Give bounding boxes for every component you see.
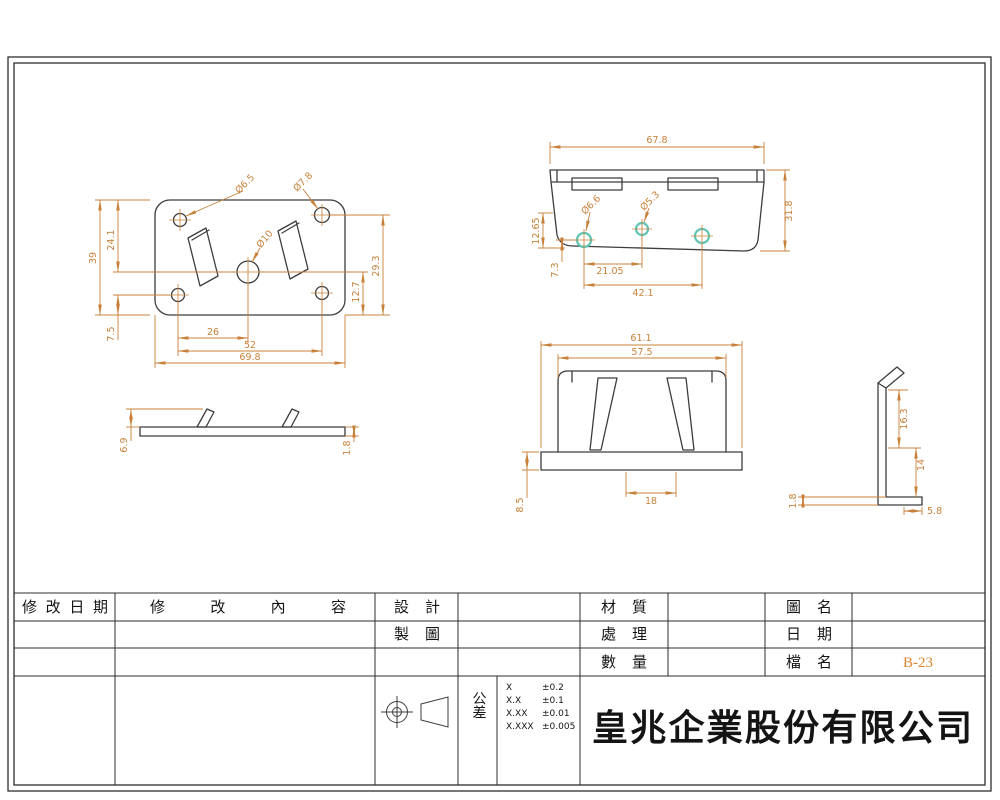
slot (187, 227, 219, 287)
l-side-view-outline (877, 366, 923, 506)
dim-front-overall-width: 61.1 (630, 333, 651, 344)
title-block-grid (14, 592, 985, 785)
dim-overall-width: 69.8 (239, 352, 260, 363)
dim-bottom-gap: 18 (645, 496, 657, 507)
dim-upper-height: 16.3 (899, 408, 910, 429)
dim-bottom-hole-offset: 7.5 (106, 326, 117, 341)
design-label: 設計 (394, 599, 440, 616)
tolerance-digits: X.X (506, 696, 521, 706)
tolerance-value: ±0.005 (542, 722, 575, 732)
l-side-view: 16.3 14 5.8 1.8 (788, 366, 942, 517)
sheet-border (7, 56, 992, 792)
file-number-value: B-23 (903, 655, 933, 671)
dim-top-to-center: 24.1 (106, 229, 117, 250)
dim-center-hole-dia: Ø10 (255, 228, 276, 250)
dim-hole-dia-large: Ø7.8 (291, 170, 315, 194)
plan-view: Ø6.5 Ø7.8 Ø10 39 24.1 7.5 29.3 12.7 26 5… (88, 170, 390, 368)
dim-hole-pitch-left: 21.05 (596, 266, 623, 277)
tolerance-value: ±0.1 (542, 696, 564, 706)
dim-lower-height: 14 (916, 459, 927, 471)
revision-content-label: 修改內容 (150, 599, 346, 616)
top-view: 67.8 Ø6.6 Ø5.3 31.8 12.65 7.3 21.05 42.1 (531, 135, 795, 299)
tolerance-digits: X (506, 683, 512, 693)
dim-hole-dia-small: Ø6.5 (233, 172, 257, 196)
dim-front-inner-width: 57.5 (631, 347, 652, 358)
edge-view-outline (139, 408, 346, 437)
tolerance-label: 公差 (471, 691, 487, 719)
bent-tab (281, 408, 300, 428)
top-view-centermarks (573, 219, 713, 251)
edge-view: 6.9 1.8 (119, 408, 359, 456)
company-name: 皇兆企業股份有限公司 (592, 707, 972, 748)
revision-date-label: 修改日期 (22, 599, 108, 616)
dim-overall-height: 39 (88, 252, 99, 264)
front-view-outline (540, 370, 743, 471)
dim-hole-edge-offset: 7.3 (550, 262, 561, 277)
slot (589, 377, 618, 451)
drawing-name-label: 圖名 (786, 599, 832, 616)
dim-strip-thickness: 1.8 (342, 440, 353, 455)
dim-sheet-thickness: 1.8 (788, 493, 799, 508)
dim-tab-height: 6.9 (119, 437, 130, 452)
bent-tab (877, 366, 905, 389)
dim-foot-length: 5.8 (927, 506, 942, 517)
tolerance-digits: X.XX (506, 709, 527, 719)
treatment-label: 處理 (601, 626, 647, 643)
dim-hole-span: 52 (244, 340, 256, 351)
drafting-label: 製圖 (394, 626, 440, 643)
plan-view-outline (154, 199, 346, 316)
tolerance-table: 公差 X ±0.2 X.X ±0.1 X.XX ±0.01 X.XXX ±0.0… (471, 683, 576, 732)
tolerance-value: ±0.01 (542, 709, 570, 719)
tolerance-value: ±0.2 (542, 683, 564, 693)
material-label: 材質 (601, 598, 647, 616)
dim-overall-depth: 31.8 (784, 200, 795, 221)
slot (667, 177, 719, 191)
third-angle-projection-symbol (381, 696, 449, 728)
file-name-label: 檔名 (786, 654, 832, 671)
title-block: 修改日期 修改內容 設計 製圖 材質 處理 數量 圖名 日期 檔名 B-23 公… (14, 592, 985, 785)
bent-tab (196, 408, 215, 428)
edge-view-dimensions: 6.9 1.8 (119, 408, 359, 456)
dim-center-to-bottom: 12.7 (351, 281, 362, 302)
dim-left-depth: 12.65 (531, 217, 542, 244)
front-view-dimensions: 61.1 57.5 18 8.5 (515, 333, 743, 513)
front-view: 61.1 57.5 18 8.5 (515, 333, 743, 513)
slot (277, 220, 309, 280)
top-view-dimensions: 67.8 Ø6.6 Ø5.3 31.8 12.65 7.3 21.05 42.1 (531, 135, 795, 299)
dim-hole-dia-middle: Ø5.3 (638, 189, 662, 213)
slot (666, 377, 695, 451)
dim-hole-to-center: 26 (207, 327, 219, 338)
dim-top-overall-width: 67.8 (646, 135, 667, 146)
slot (571, 177, 623, 191)
date-label: 日期 (786, 626, 832, 643)
dim-right-span: 29.3 (371, 255, 382, 276)
dim-flange-height: 8.5 (515, 497, 526, 512)
dim-hole-dia-left: Ø6.6 (579, 193, 603, 217)
dim-hole-pitch-outer: 42.1 (632, 288, 653, 299)
tolerance-digits: X.XXX (506, 722, 534, 732)
quantity-label: 數量 (601, 654, 647, 671)
l-side-view-dimensions: 16.3 14 5.8 1.8 (788, 389, 942, 517)
